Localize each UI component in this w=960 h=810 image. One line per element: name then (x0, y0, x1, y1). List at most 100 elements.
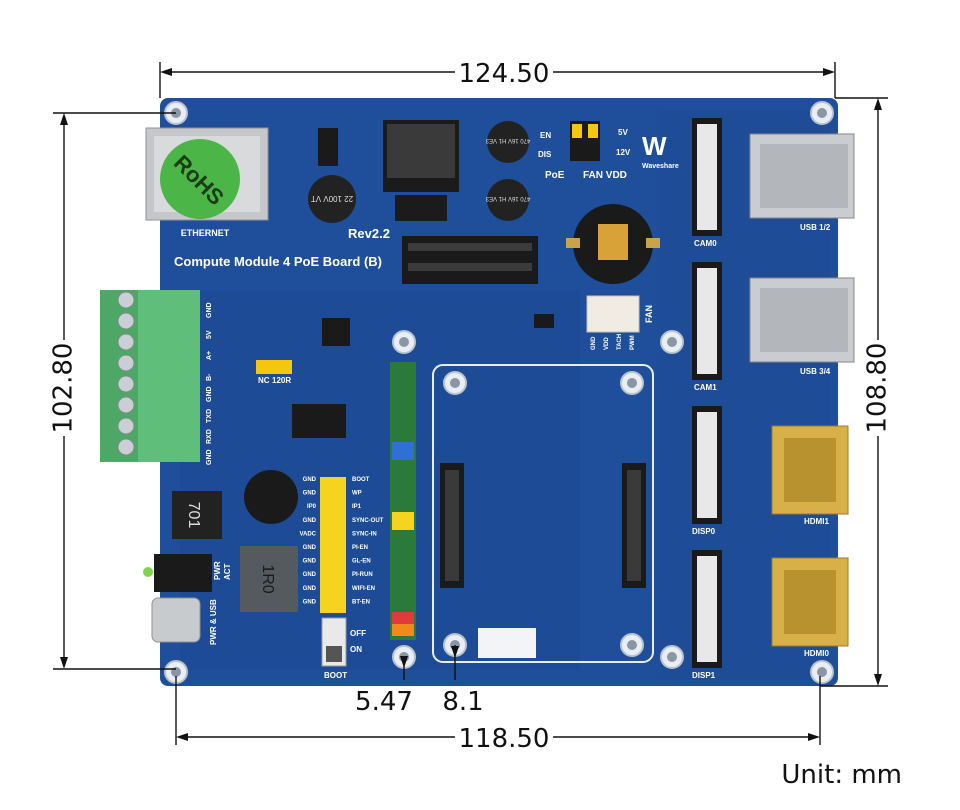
fan-label: FAN (644, 305, 654, 323)
dim-left-height: 102.80 (49, 343, 79, 434)
terminal-screws (117, 291, 135, 456)
inductor-701: 701 (172, 491, 222, 539)
terminal-label: B- (206, 373, 213, 381)
header-labels-item: WP (352, 491, 362, 497)
fan-pin-label: PWM (630, 335, 636, 350)
header-labels-item: BT-EN (352, 599, 370, 605)
off-label: OFF (350, 629, 366, 638)
inductor-701-label: 701 (185, 502, 202, 529)
header-labels-item: WIFI-EN (352, 586, 375, 592)
on-label: ON (350, 645, 362, 654)
cam1-connector (692, 262, 722, 380)
v5-label: 5V (618, 128, 628, 137)
terminal-label: GND (206, 449, 213, 465)
terminal-label: 5V (206, 330, 213, 339)
ethernet-label: ETHERNET (181, 228, 230, 238)
header-labels-item: GL-EN (352, 559, 371, 565)
dim-right-height: 108.80 (863, 343, 893, 434)
disp1-label: DISP1 (692, 671, 716, 680)
disp1-connector (692, 550, 722, 668)
gnd-labels-item: GND (303, 518, 317, 524)
header-labels-item: IP1 (352, 504, 362, 510)
en-label: EN (540, 131, 551, 140)
hdmi0-port (771, 557, 849, 647)
rs485-chip (292, 404, 346, 438)
cam1-label: CAM1 (694, 383, 717, 392)
usb12-label: USB 1/2 (800, 223, 831, 232)
hdmi1-label: HDMI1 (804, 517, 829, 526)
capacitor-2: 470 16V H1 VE3 (485, 121, 530, 163)
gnd-labels-item: GND (303, 477, 317, 483)
gnd-labels-item: GND (303, 559, 317, 565)
pwr-label: PWR (213, 561, 222, 580)
usb-port-3-4 (749, 277, 855, 363)
fan-pin-label: GND (591, 336, 597, 350)
unit-label: Unit: mm (781, 760, 902, 790)
hdmi0-label: HDMI0 (804, 649, 829, 658)
small-ic-1 (318, 128, 338, 166)
header-labels-item: SYNC-OUT (352, 518, 384, 524)
terminal-label: TXD (206, 409, 213, 423)
capacitor-1: 22 100V VT (308, 175, 356, 223)
inductor-1r0: 1R0 (240, 546, 298, 612)
v12-label: 12V (616, 148, 631, 157)
dim-hole-offset-x: 5.47 (355, 687, 413, 717)
dis-label: DIS (538, 150, 552, 159)
capacitor-1-label: 22 100V VT (311, 194, 353, 203)
boot-switch-label: BOOT (324, 671, 347, 680)
dim-hole-offset-y: 8.1 (442, 687, 483, 717)
nc-120r-jumper (256, 360, 292, 374)
nc-label: NC (258, 376, 270, 385)
ethernet-jack: RoHS (145, 127, 269, 221)
rohs-sticker (160, 139, 240, 219)
fan-pin-label: TACH (617, 334, 623, 350)
usb-c-port (151, 597, 201, 643)
header-labels-item: PI-EN (352, 545, 368, 551)
header-labels-item: SYNC-IN (352, 531, 377, 537)
board-title: Compute Module 4 PoE Board (B) (174, 254, 382, 269)
gnd-labels-item: IP0 (307, 504, 317, 510)
cm4-outline (432, 364, 654, 663)
dim-top-width: 124.50 (459, 59, 550, 89)
header-labels-item: PI-RUN (352, 572, 373, 578)
gnd-labels-item: GND (303, 599, 317, 605)
capacitor-3: 470 16V H1 VE3 (485, 179, 530, 221)
usb-port-1-2 (749, 133, 855, 219)
cam0-connector (692, 118, 722, 236)
waveshare-logo-mark: W (642, 131, 667, 161)
cm4-connector-right (622, 463, 646, 588)
jumper-block (570, 121, 600, 161)
boot-switch (321, 617, 347, 667)
terminal-block (100, 290, 200, 462)
act-label: ACT (223, 563, 232, 580)
gnd-labels-item: GND (303, 545, 317, 551)
disp0-connector (692, 406, 722, 524)
gnd-labels-item: VADC (299, 531, 316, 537)
fan-vdd-label: FAN VDD (583, 170, 627, 181)
fan-connector (586, 295, 640, 333)
disp0-label: DISP0 (692, 527, 716, 536)
pcie-slot (402, 236, 538, 284)
r120-label: 120R (272, 376, 291, 385)
brand-label: Waveshare (642, 163, 679, 170)
buzzer (244, 470, 298, 524)
poe-label: PoE (545, 170, 565, 181)
pwr-usb-label: PWR & USB (209, 599, 218, 645)
yellow-header (320, 477, 346, 613)
small-ic-3 (534, 314, 554, 328)
dim-bottom-width: 118.50 (459, 724, 550, 754)
poe-transformer (383, 120, 459, 221)
header-labels-item: BOOT (352, 477, 370, 483)
usb34-label: USB 3/4 (800, 367, 831, 376)
gpio-header (390, 362, 416, 640)
terminal-label: GND (206, 386, 213, 402)
cm4-label-pad (478, 628, 536, 658)
revision-label: Rev2.2 (348, 226, 390, 241)
rtc-battery-holder (566, 204, 660, 284)
cm4-connector-left (440, 463, 464, 588)
cam0-label: CAM0 (694, 239, 717, 248)
